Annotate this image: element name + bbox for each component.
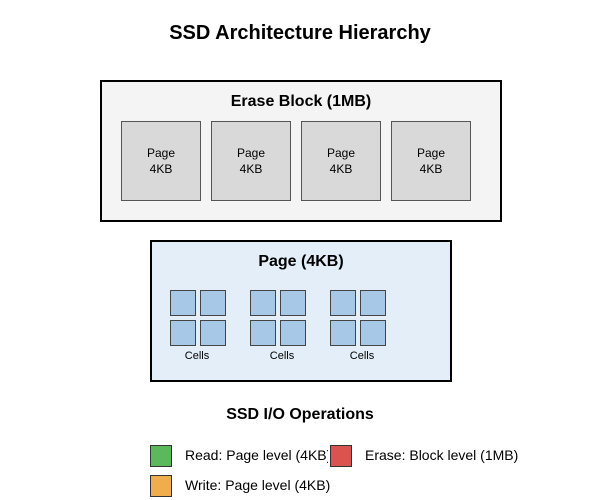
cells-label: Cells [269, 350, 295, 362]
cells-label: Cells [349, 350, 375, 362]
erase-legend-label: Erase: Block level (1MB) [365, 447, 519, 463]
erase-swatch [330, 445, 352, 467]
page-detail-title: Page (4KB) [258, 253, 344, 270]
page-tile: Page 4KB [211, 121, 291, 201]
page-tile-size: 4KB [149, 162, 173, 176]
cell [250, 290, 276, 316]
page-tile-size: 4KB [329, 162, 353, 176]
cell [330, 320, 356, 346]
page-tile-label: Page [416, 146, 446, 160]
erase-block-title: Erase Block (1MB) [230, 93, 372, 110]
cell [280, 290, 306, 316]
page-tile-size: 4KB [419, 162, 443, 176]
cell [200, 320, 226, 346]
cell [360, 320, 386, 346]
cell [330, 290, 356, 316]
cell [280, 320, 306, 346]
operations-title: SSD I/O Operations [226, 406, 374, 423]
cell [360, 290, 386, 316]
read-swatch [150, 445, 172, 467]
write-swatch [150, 475, 172, 497]
cell [250, 320, 276, 346]
erase-block: Erase Block (1MB) Page 4KB Page 4KB Page… [100, 80, 502, 222]
cell-group [330, 290, 388, 348]
write-legend-label: Write: Page level (4KB) [185, 477, 331, 493]
read-legend-label: Read: Page level (4KB) [185, 447, 328, 463]
page-tile-label: Page [326, 146, 356, 160]
page-tile-size: 4KB [239, 162, 263, 176]
page-tile: Page 4KB [301, 121, 381, 201]
diagram-title: SSD Architecture Hierarchy [169, 22, 431, 44]
cell [170, 320, 196, 346]
cell [170, 290, 196, 316]
page-tile-label: Page [236, 146, 266, 160]
cell-group [250, 290, 308, 348]
page-detail: Page (4KB) Cells Cells Cells [150, 240, 452, 382]
cells-label: Cells [184, 350, 210, 362]
page-tile: Page 4KB [391, 121, 471, 201]
cell-group [170, 290, 228, 348]
page-tile: Page 4KB [121, 121, 201, 201]
page-tile-label: Page [146, 146, 176, 160]
cell [200, 290, 226, 316]
